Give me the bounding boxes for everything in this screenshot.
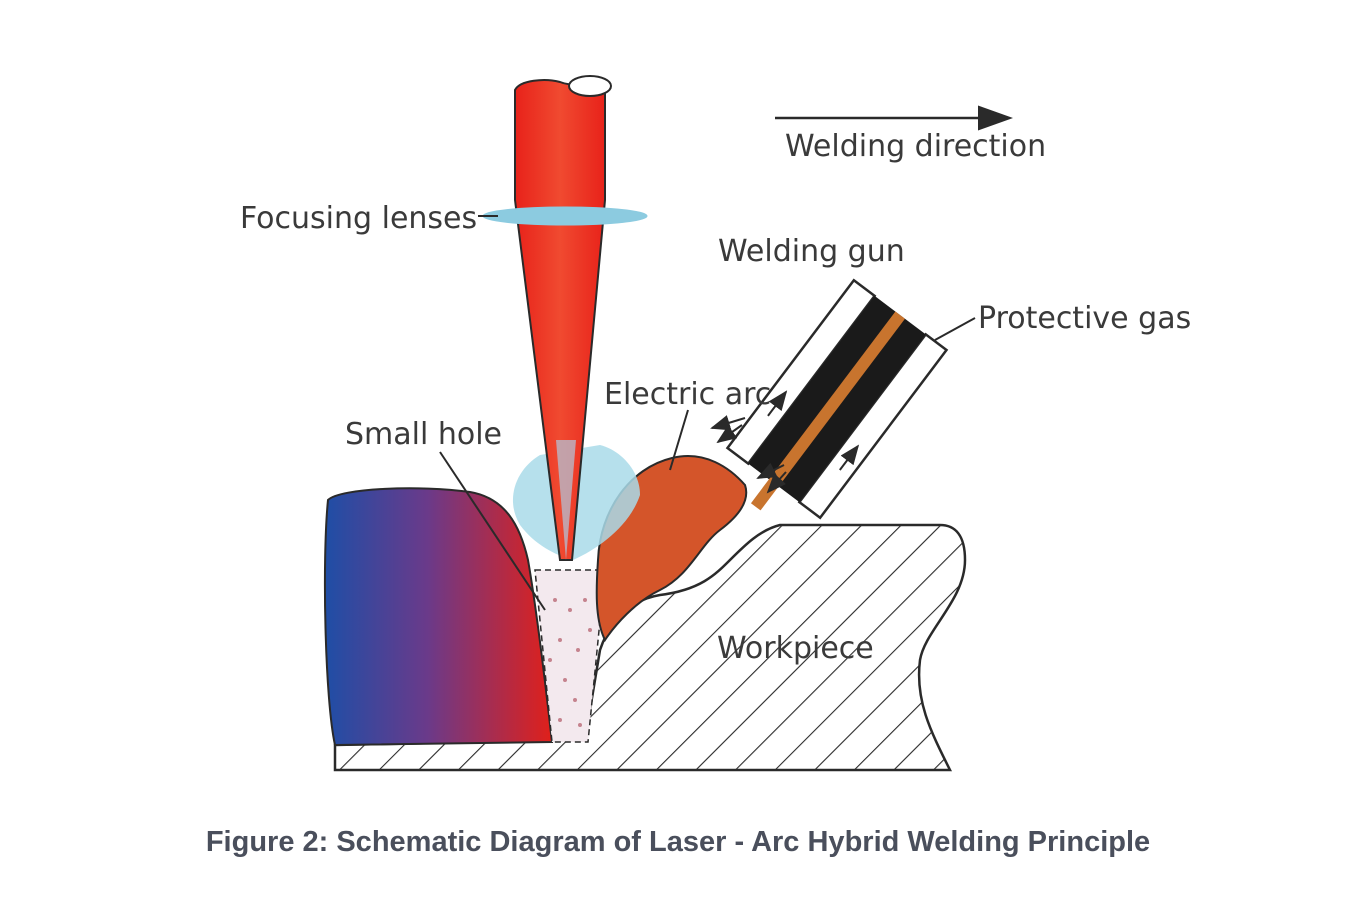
gas-flow-arrows xyxy=(710,415,787,494)
keyhole xyxy=(534,569,606,743)
leader-small-hole xyxy=(439,451,546,611)
laser-beam xyxy=(514,78,606,561)
label-welding-gun: Welding gun xyxy=(718,234,905,269)
label-protective-gas: Protective gas xyxy=(978,301,1191,336)
leader-electric-arc xyxy=(669,409,689,471)
label-welding-direction: Welding direction xyxy=(785,129,1046,164)
figure-caption: Figure 2: Schematic Diagram of Laser - A… xyxy=(205,826,1151,858)
laser-fiber-end xyxy=(568,75,612,97)
laser-core xyxy=(556,440,576,560)
label-electric-arc: Electric arc xyxy=(604,377,771,412)
welding-gun xyxy=(725,278,949,520)
focusing-lens xyxy=(482,206,648,226)
leader-protective-gas xyxy=(934,317,976,341)
weld-metal xyxy=(323,487,554,747)
label-focusing-lenses: Focusing lenses xyxy=(240,201,477,236)
label-workpiece: Workpiece xyxy=(717,631,874,666)
label-small-hole: Small hole xyxy=(345,417,502,452)
keyhole-dots xyxy=(548,598,592,727)
